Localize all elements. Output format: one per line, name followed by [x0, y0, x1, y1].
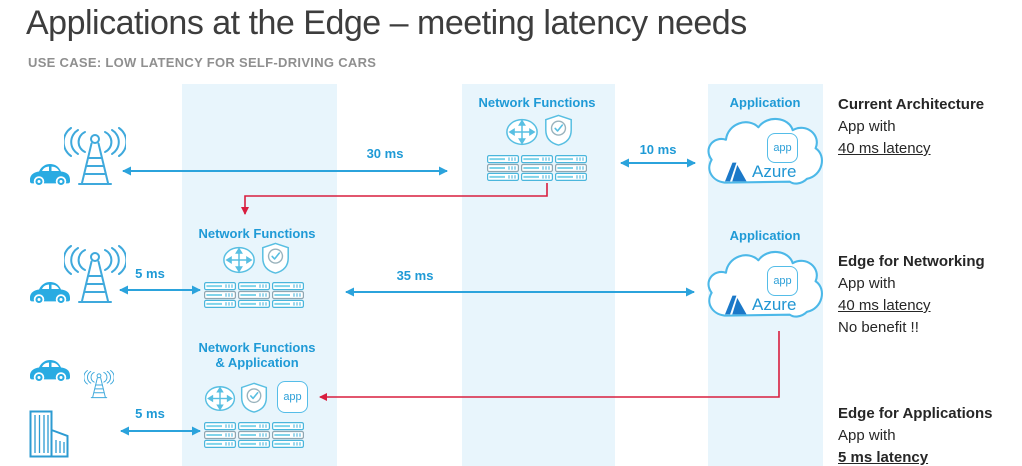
- car-icon: [28, 355, 72, 382]
- annotation-latency: 5 ms latency: [838, 449, 929, 466]
- latency-label-row2-cloud: 35 ms: [396, 268, 434, 283]
- annotation-edge-networking: Edge for Networking App with 40 ms laten…: [838, 251, 1022, 339]
- latency-label-row3-access: 5 ms: [135, 406, 165, 421]
- security-shield-icon: [240, 382, 268, 413]
- azure-cloud: app Azure: [704, 111, 828, 197]
- network-functions-app-line2: & Application: [215, 355, 299, 370]
- server-rack-icon: [272, 422, 304, 448]
- app-badge-label: app: [773, 275, 792, 287]
- server-rack-icon: [204, 422, 236, 448]
- security-shield-icon: [544, 114, 573, 146]
- azure-cloud: app Azure: [704, 244, 828, 330]
- annotation-current: Current Architecture App with 40 ms late…: [838, 94, 1022, 160]
- latency-label-row2-access: 5 ms: [135, 266, 165, 281]
- app-badge-label: app: [773, 142, 792, 154]
- network-functions-label-row1: Network Functions: [478, 95, 596, 110]
- band-core-network: [462, 84, 615, 466]
- server-rack-icon: [487, 155, 519, 181]
- app-badge: app: [277, 381, 308, 413]
- application-label-row1: Application: [729, 95, 801, 110]
- router-icon: [222, 246, 256, 274]
- router-icon: [505, 118, 539, 146]
- network-functions-app-label: Network Functions & Application: [177, 340, 337, 370]
- server-rack-icon: [238, 282, 270, 308]
- router-icon: [204, 385, 236, 412]
- app-badge: app: [767, 133, 798, 163]
- annotation-heading: Edge for Networking: [838, 253, 985, 270]
- server-rack-icon: [204, 282, 236, 308]
- annotation-line: App with: [838, 275, 896, 292]
- building-icon: [29, 410, 69, 458]
- latency-label-row1-cloud: 10 ms: [639, 142, 677, 157]
- application-label-row2: Application: [729, 228, 801, 243]
- annotation-line: App with: [838, 427, 896, 444]
- azure-wordmark: Azure: [725, 295, 796, 315]
- latency-label-row1-access: 30 ms: [366, 146, 404, 161]
- annotation-latency: 40 ms latency: [838, 297, 931, 314]
- cloud-outline-icon: [704, 244, 828, 330]
- azure-wordmark: Azure: [725, 162, 796, 182]
- azure-logo-icon: [725, 295, 747, 315]
- network-functions-label-row2: Network Functions: [198, 226, 316, 241]
- annotation-line: App with: [838, 118, 896, 135]
- annotation-note: No benefit !!: [838, 319, 919, 336]
- use-case-subtitle: USE CASE: LOW LATENCY FOR SELF-DRIVING C…: [28, 55, 377, 70]
- server-rack-icon: [555, 155, 587, 181]
- app-badge: app: [767, 266, 798, 296]
- azure-logo-icon: [725, 162, 747, 182]
- arrow-move-network-functions: [241, 183, 548, 215]
- azure-label: Azure: [752, 295, 797, 314]
- server-rack-icon: [521, 155, 553, 181]
- radio-tower-icon: [64, 245, 126, 307]
- security-shield-icon: [261, 242, 290, 274]
- server-rack-icon: [272, 282, 304, 308]
- annotation-heading: Current Architecture: [838, 96, 985, 113]
- network-functions-app-line1: Network Functions: [198, 340, 316, 355]
- page-title: Applications at the Edge – meeting laten…: [26, 4, 747, 42]
- server-rack-icon: [238, 422, 270, 448]
- cloud-outline-icon: [704, 111, 828, 197]
- app-badge-label: app: [283, 391, 302, 403]
- azure-label: Azure: [752, 162, 797, 181]
- annotation-heading: Edge for Applications: [838, 405, 993, 422]
- radio-tower-small-icon: [84, 370, 114, 400]
- annotation-edge-applications: Edge for Applications App with 5 ms late…: [838, 403, 1022, 466]
- annotation-latency: 40 ms latency: [838, 140, 931, 157]
- arrow-move-application: [319, 331, 780, 401]
- radio-tower-icon: [64, 127, 126, 189]
